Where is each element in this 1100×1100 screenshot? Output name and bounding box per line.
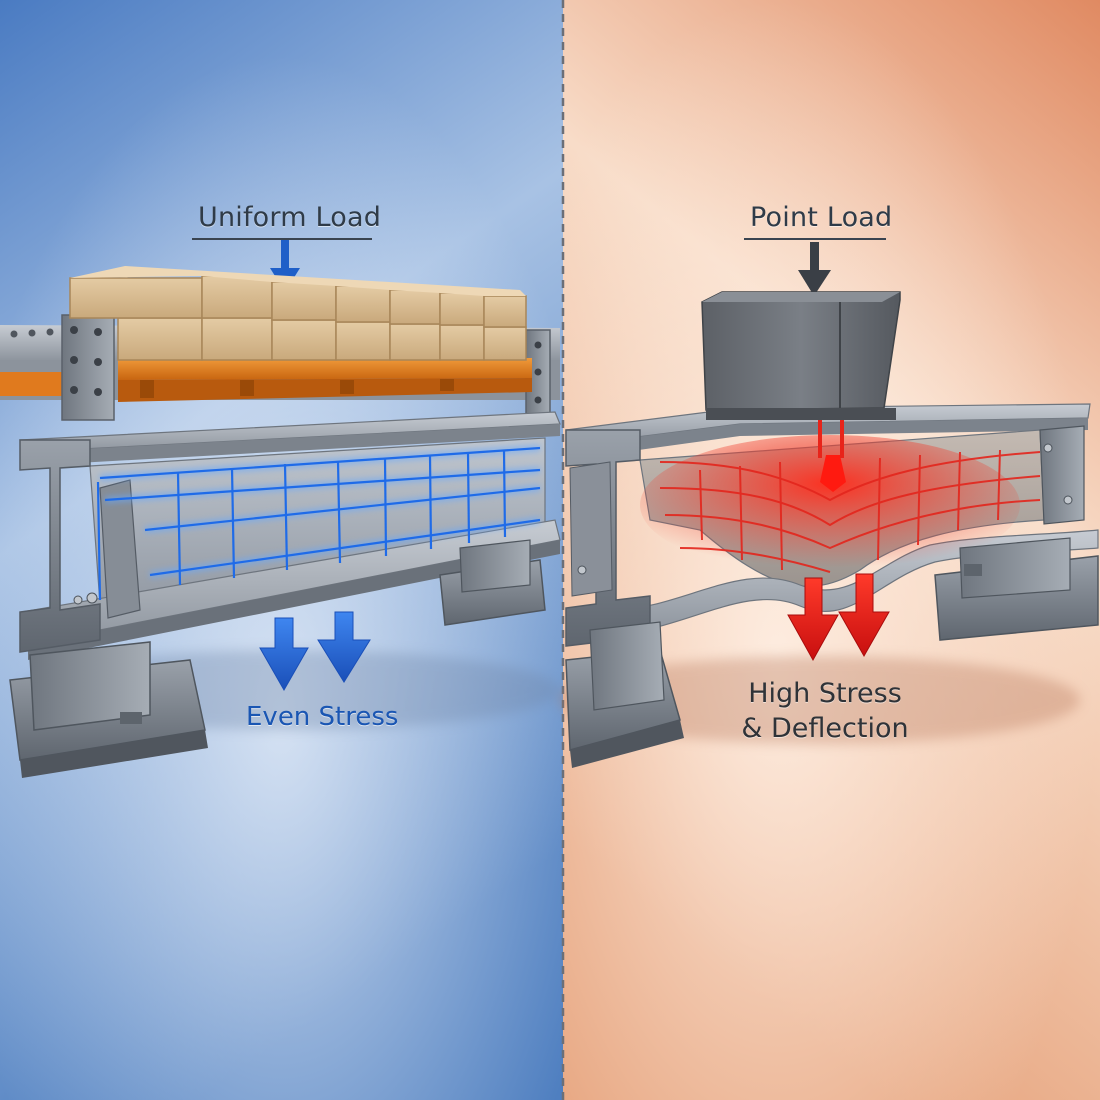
right-support-front: [565, 621, 684, 768]
point-load-arrow: [798, 242, 831, 296]
left-support-front: [9, 641, 208, 778]
point-load-underline: [744, 238, 886, 240]
high-stress-caption: High Stress & Deflection: [730, 676, 920, 746]
uniform-load-underline: [192, 238, 372, 240]
right-support-rear: [934, 537, 1099, 641]
point-load-block: [701, 291, 901, 420]
rack-upright-left: [61, 314, 115, 421]
uniform-stress-grid: [96, 444, 541, 601]
uniform-load-title: Uniform Load: [198, 202, 382, 233]
even-stress-caption: Even Stress: [246, 702, 399, 732]
point-load-title: Point Load: [750, 202, 893, 233]
orange-pallet: [118, 358, 532, 402]
even-stress-arrows: [259, 611, 371, 692]
high-stress-line-2: & Deflection: [741, 713, 909, 744]
stacked-boxes: [69, 266, 527, 361]
left-support-rear: [439, 539, 546, 626]
high-stress-line-1: High Stress: [748, 678, 902, 709]
concentrated-stress: [640, 418, 1041, 575]
high-stress-arrows: [787, 573, 890, 662]
